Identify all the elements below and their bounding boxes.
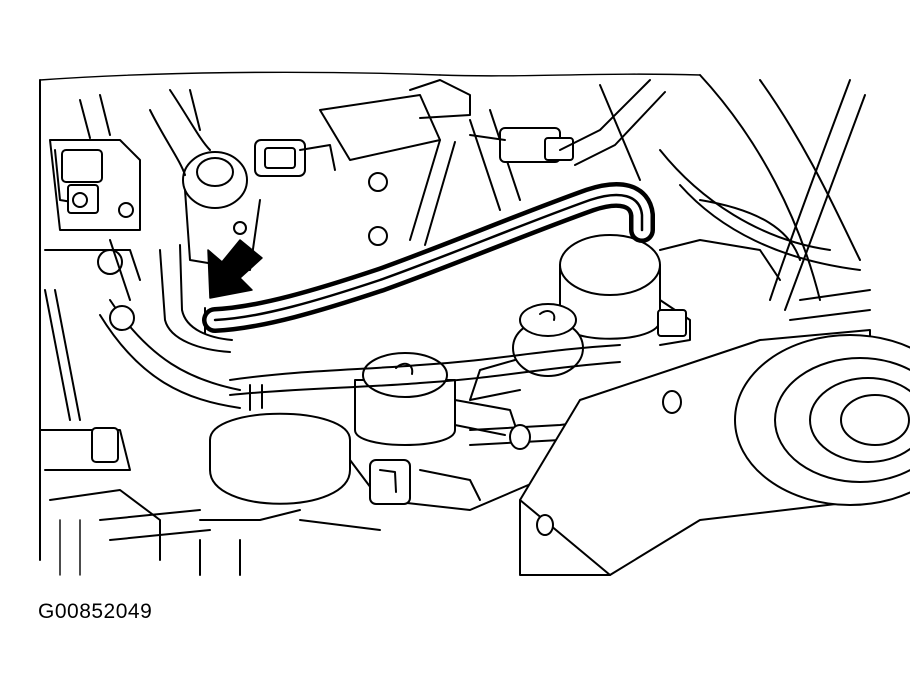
right-canister (559, 199, 801, 346)
left-bracket-assembly (39, 94, 211, 576)
reservoir-cap (199, 384, 351, 521)
top-center-components (319, 79, 666, 246)
upper-valve-body (149, 89, 336, 271)
highlighted-hose (202, 182, 655, 334)
right-struts (659, 74, 871, 321)
figure-code: G00852049 (38, 600, 153, 623)
illustration-frame (39, 71, 701, 561)
pulley-disc (734, 334, 910, 506)
callout-arrow-icon (207, 239, 263, 299)
lower-housing (199, 459, 541, 576)
pressure-regulator-right (469, 303, 584, 401)
left-rod (97, 239, 241, 409)
